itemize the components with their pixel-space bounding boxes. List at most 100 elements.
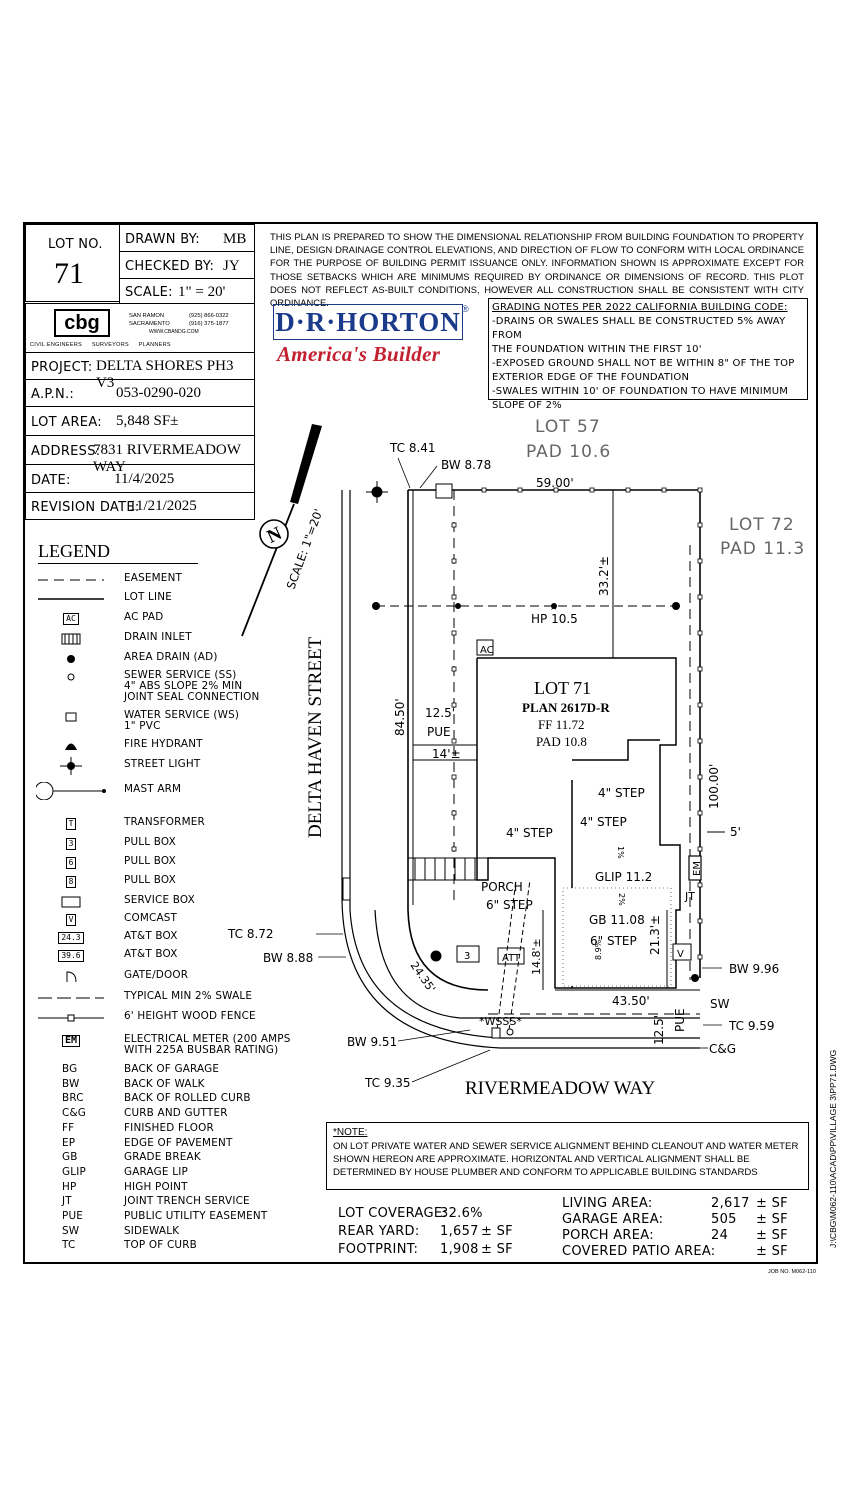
file-path: J:\CBG\M062-110\ACAD\PP\VILLAGE 3\PP71.D… bbox=[828, 1049, 838, 1248]
plan-label-step4b: 4" STEP bbox=[506, 826, 553, 840]
legend-label: AC PAD bbox=[124, 611, 164, 623]
abbreviation-description: GRADE BREAK bbox=[124, 1151, 201, 1164]
legend-title: LEGEND bbox=[38, 541, 198, 564]
engineer-cell: cbg CIVIL ENGINEERS SURVEYORS PLANNERS S… bbox=[25, 303, 255, 353]
abbreviation: GB bbox=[62, 1151, 78, 1164]
legend-symbol bbox=[36, 893, 106, 911]
dimension-lines bbox=[412, 490, 725, 991]
legend-label: TRANSFORMER bbox=[124, 816, 205, 828]
plan-label-dim332: 33.2'± bbox=[597, 556, 611, 596]
legend-symbol-graphic bbox=[61, 633, 81, 645]
lot-72-pad: PAD 11.3 bbox=[720, 539, 805, 559]
legend-label: COMCAST bbox=[124, 912, 178, 924]
plan-label-step6b: 6" STEP bbox=[590, 934, 637, 948]
scale-label: SCALE: bbox=[125, 285, 173, 300]
plan-label-pct8: 8.9% bbox=[594, 939, 603, 960]
plan-label-dim4350: 43.50' bbox=[612, 994, 650, 1008]
legend-label: AREA DRAIN (AD) bbox=[124, 651, 218, 663]
pad-elevation: PAD 10.8 bbox=[536, 734, 587, 749]
checked-by-value: JY bbox=[223, 258, 240, 274]
abbreviation-description: BACK OF WALK bbox=[124, 1077, 205, 1090]
plan-label-em: EM bbox=[692, 861, 703, 876]
plan-label-dim5900: 59.00' bbox=[536, 476, 574, 490]
plan-label-ac: AC bbox=[480, 645, 494, 656]
legend-symbol: T bbox=[36, 815, 106, 833]
drain-inlet bbox=[342, 877, 351, 901]
note-label: *NOTE: bbox=[333, 1127, 368, 1138]
grading-note-line: -EXPOSED GROUND SHALL NOT BE WITHIN 8" O… bbox=[492, 358, 795, 369]
legend-label: ELECTRICAL METER (200 AMPS WITH 225A BUS… bbox=[124, 1033, 291, 1056]
plan-label-att: ATT bbox=[502, 953, 521, 964]
plan-label-pct2: 2% bbox=[617, 893, 626, 906]
dr-horton-wordmark: D·R·HORTON bbox=[273, 304, 463, 340]
legend-symbol: AC bbox=[36, 610, 106, 628]
dr-horton-tagline: America's Builder bbox=[277, 342, 441, 366]
abbreviation-description: BACK OF ROLLED CURB bbox=[124, 1092, 251, 1105]
plan-label-pue_b: PUE bbox=[673, 1008, 687, 1032]
abbreviation-item: GB GRADE BREAK bbox=[62, 1151, 201, 1165]
abbreviation-description: SIDEWALK bbox=[124, 1224, 180, 1237]
comcast-box-top bbox=[435, 483, 453, 499]
office-phone-1: (925) 866-0322 bbox=[189, 313, 229, 319]
leader-lines bbox=[316, 457, 722, 1083]
plan-label-wsss: *WSSS* bbox=[479, 1015, 522, 1028]
legend-item: LOT LINE bbox=[36, 590, 266, 608]
legend-symbol bbox=[36, 968, 106, 986]
ac-pad bbox=[476, 639, 494, 656]
legend-symbol-graphic bbox=[38, 598, 104, 600]
plan-label-dim148: 14.8'± bbox=[530, 938, 543, 975]
plan-label-dim8450: 84.50' bbox=[393, 698, 407, 736]
abbreviation-description: HIGH POINT bbox=[124, 1180, 188, 1193]
legend-symbol-box: 6 bbox=[65, 857, 77, 869]
legend-symbol: 39.6 bbox=[36, 947, 106, 965]
lot-title: LOT 71 bbox=[534, 678, 591, 698]
rear-yard-label: REAR YARD: bbox=[338, 1224, 420, 1239]
curb-and-gutter bbox=[341, 490, 700, 1049]
plan-label-pct1: 1% bbox=[616, 846, 625, 859]
abbreviation-description: PUBLIC UTILITY EASEMENT bbox=[124, 1210, 268, 1222]
footprint-unit: ± SF bbox=[481, 1242, 513, 1257]
plan-label-dim125a: 12.5' bbox=[425, 706, 455, 720]
lot-coverage-label: LOT COVERAGE: bbox=[338, 1206, 448, 1221]
lot-coverage-value: 32.6% bbox=[440, 1206, 483, 1221]
plan-label-sw: SW bbox=[710, 997, 730, 1011]
legend-item: WATER SERVICE (WS) 1" PVC bbox=[36, 708, 266, 732]
drawn-by-cell: DRAWN BY: MB bbox=[119, 224, 255, 252]
comcast-box bbox=[672, 943, 692, 961]
area-drains bbox=[372, 602, 699, 982]
lot-boundary bbox=[407, 489, 701, 991]
engineer-sub2: SURVEYORS bbox=[91, 342, 129, 348]
garage-area-unit: ± SF bbox=[756, 1212, 788, 1227]
legend-symbol bbox=[36, 737, 106, 755]
plan-label-dim125b: 12.5' bbox=[652, 1015, 666, 1045]
abbreviation: SW bbox=[62, 1224, 80, 1237]
electrical-meter bbox=[688, 855, 702, 881]
plan-label-gb: GB 11.08 bbox=[589, 913, 645, 927]
plan-label-porch: PORCH bbox=[481, 880, 523, 894]
footprint-value: 1,908 bbox=[440, 1242, 479, 1257]
abbreviation: HP bbox=[62, 1180, 77, 1193]
plan-name: PLAN 2617D-R bbox=[522, 700, 610, 715]
checked-by-label: CHECKED BY: bbox=[125, 259, 215, 274]
living-area-value: 2,617 bbox=[711, 1196, 750, 1211]
legend-symbol bbox=[36, 757, 106, 775]
legend-symbol-graphic bbox=[65, 712, 77, 722]
scale-value: 1" = 20' bbox=[178, 284, 226, 300]
lot-57-pad: PAD 10.6 bbox=[526, 442, 611, 462]
legend-label: STREET LIGHT bbox=[124, 758, 201, 770]
legend-label: DRAIN INLET bbox=[124, 631, 192, 643]
abbreviation-description: TOP OF CURB bbox=[124, 1239, 197, 1252]
porch-area-label: PORCH AREA: bbox=[562, 1228, 654, 1243]
plan-label-cg: C&G bbox=[709, 1042, 736, 1056]
note-box: *NOTE: ON LOT PRIVATE WATER AND SEWER SE… bbox=[326, 1122, 809, 1190]
legend-symbol-graphic bbox=[38, 579, 104, 581]
plan-label-tc841: TC 8.41 bbox=[389, 441, 436, 455]
